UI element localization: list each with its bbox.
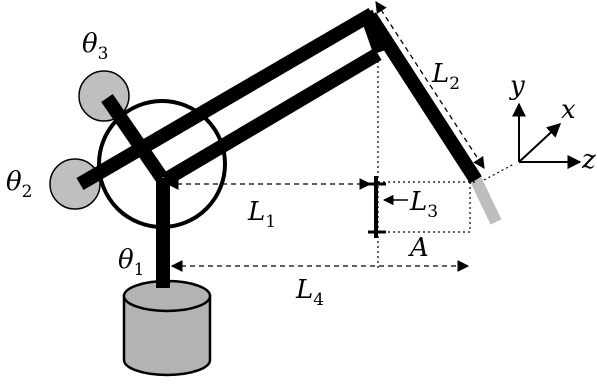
axis-y-label: y <box>509 71 525 101</box>
forearm <box>364 12 482 184</box>
l2-label: L2 <box>431 59 460 94</box>
l2-arrow <box>375 1 485 169</box>
upper-arm-inner <box>161 47 382 187</box>
coordinate-frame <box>483 102 582 181</box>
theta3-label: θ3 <box>82 29 108 64</box>
a-label: A <box>408 233 429 263</box>
theta3-link <box>101 94 168 182</box>
l3-label: L3 <box>409 187 438 222</box>
axis-x-label: x <box>561 95 576 125</box>
theta2-joint-disc <box>49 158 101 210</box>
axis-z-label: z <box>581 145 596 175</box>
theta1-label: θ1 <box>118 245 144 280</box>
l3-bracket <box>368 176 386 238</box>
tool-tip <box>470 177 502 225</box>
l4-label: L4 <box>295 275 324 310</box>
shoulder-joint-circle <box>97 99 227 229</box>
l1-label: L1 <box>247 197 276 232</box>
upper-arm-outer <box>76 7 376 191</box>
theta2-label: θ2 <box>6 167 32 202</box>
base-cylinder <box>122 279 212 377</box>
